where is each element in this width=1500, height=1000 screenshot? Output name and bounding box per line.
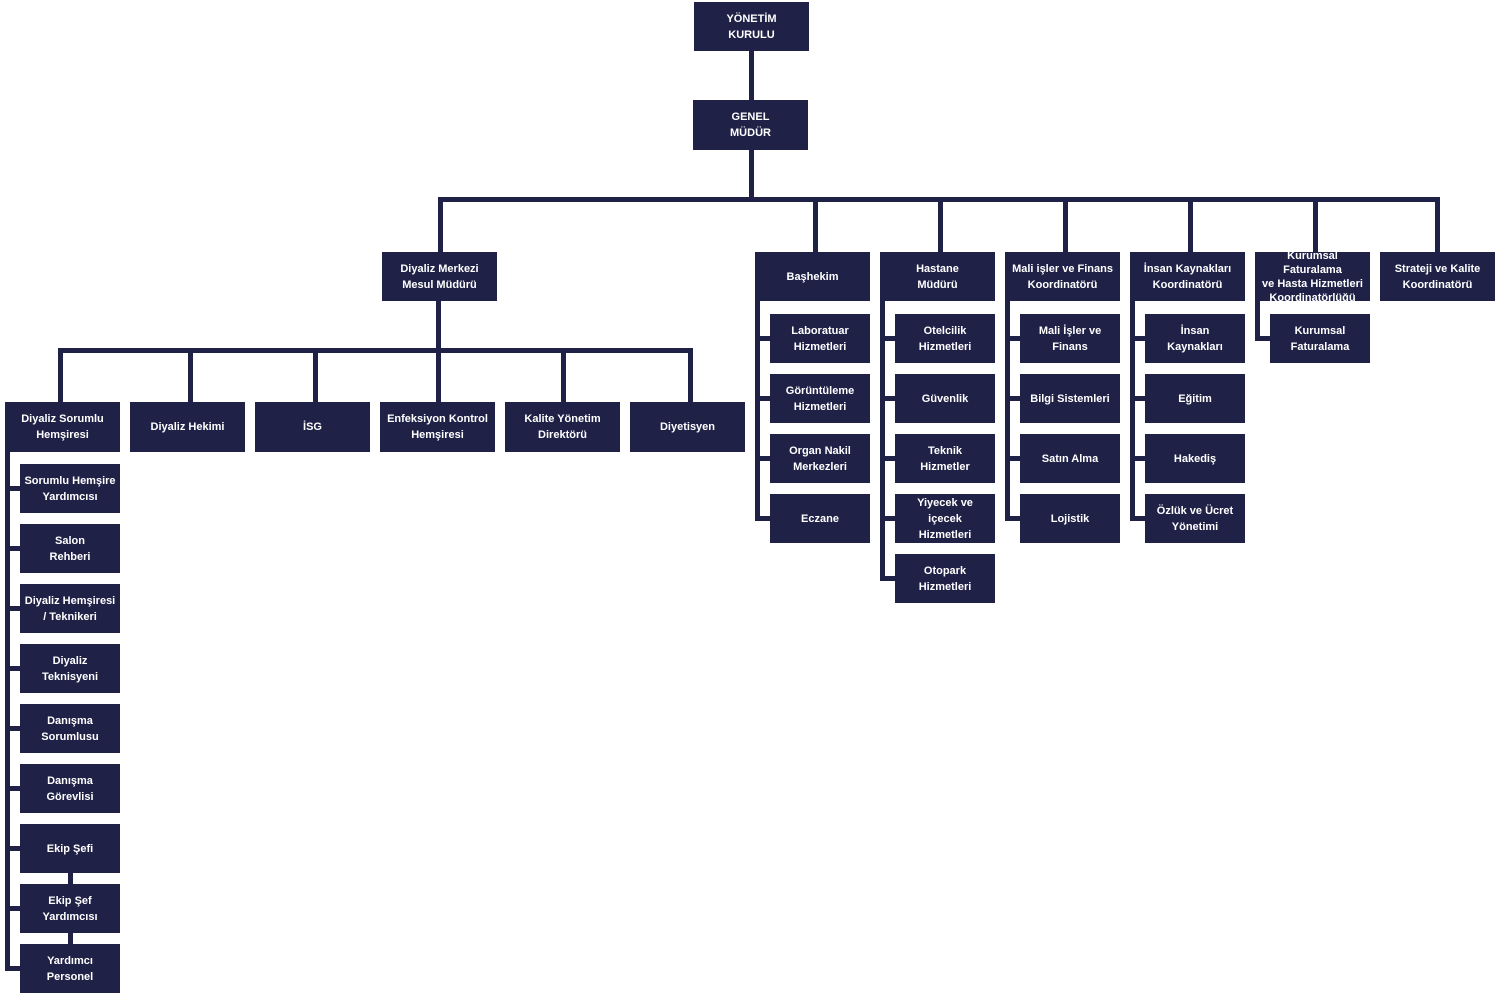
node-dietitian: Diyetisyen [630,402,745,452]
hr-child-node: İnsan Kaynakları [1145,314,1245,363]
nurse-child-node: Ekip Şefi [20,824,120,873]
connector-line [749,50,754,100]
connector-line [436,350,441,403]
connector-line [938,199,943,252]
branch-tick-line [755,396,770,401]
branch-tick-line [1005,516,1020,521]
branch-tick-line [755,516,770,521]
branch-tick-line [5,606,20,611]
connector-line [188,350,193,403]
branch-tick-line [1130,336,1145,341]
branch-tick-line [5,906,20,911]
node-dialysis-manager: Diyaliz Merkezi Mesul Müdürü [382,252,497,301]
hr-child-node: Hakediş [1145,434,1245,483]
branch-spine-line [1005,300,1010,521]
branch-tick-line [1005,456,1020,461]
connector-line [58,348,693,353]
nurse-child-node: Diyaliz Hemşiresi / Teknikeri [20,584,120,633]
connector-line [1313,199,1318,252]
node-general-manager: GENEL MÜDÜR [693,100,808,150]
branch-tick-line [1130,516,1145,521]
finance-child-node: Satın Alma [1020,434,1120,483]
nurse-child-node: Danışma Sorumlusu [20,704,120,753]
connector-line [1188,199,1193,252]
hospital-child-node: Teknik Hizmetler [895,434,995,483]
node-infection-nurse: Enfeksiyon Kontrol Hemşiresi [380,402,495,452]
branch-tick-line [1130,456,1145,461]
node-hr-coordinator: İnsan Kaynakları Koordinatörü [1130,252,1245,301]
branch-tick-line [880,456,895,461]
hospital-child-node: Otopark Hizmetleri [895,554,995,603]
connector-line [436,300,441,352]
hospital-child-node: Yiyecek ve içecek Hizmetleri [895,494,995,543]
finance-child-node: Mali İşler ve Finans [1020,314,1120,363]
branch-spine-line [880,300,885,581]
branch-tick-line [5,846,20,851]
branch-tick-line [5,666,20,671]
connector-line [561,350,566,403]
branch-tick-line [755,456,770,461]
hr-child-node: Özlük ve Ücret Yönetimi [1145,494,1245,543]
branch-tick-line [5,486,20,491]
connector-line [1435,199,1440,252]
connector-line [1063,199,1068,252]
branch-tick-line [1005,336,1020,341]
connector-line [813,199,818,252]
branch-tick-line [5,546,20,551]
hr-child-node: Eğitim [1145,374,1245,423]
team-link-line [68,873,73,884]
chief-child-node: Eczane [770,494,870,543]
branch-tick-line [1130,396,1145,401]
node-isg: İSG [255,402,370,452]
node-chief-physician: Başhekim [755,252,870,301]
nurse-child-node: Diyaliz Teknisyeni [20,644,120,693]
finance-child-node: Lojistik [1020,494,1120,543]
nurse-child-node: Danışma Görevlisi [20,764,120,813]
team-link-line [68,933,73,944]
branch-tick-line [880,576,895,581]
node-board: YÖNETİM KURULU [694,2,809,51]
branch-tick-line [880,336,895,341]
branch-tick-line [5,786,20,791]
connector-line [688,350,693,403]
nurse-child-node: Salon Rehberi [20,524,120,573]
connector-line [58,350,63,403]
finance-child-node: Bilgi Sistemleri [1020,374,1120,423]
branch-tick-line [1005,396,1020,401]
node-hospital-manager: Hastane Müdürü [880,252,995,301]
chief-child-node: Görüntüleme Hizmetleri [770,374,870,423]
branch-tick-line [755,336,770,341]
node-dialysis-doctor: Diyaliz Hekimi [130,402,245,452]
branch-spine-line [755,300,760,521]
connector-line [313,350,318,403]
nurse-child-node: Ekip Şef Yardımcısı [20,884,120,933]
branch-spine-line [1255,300,1260,341]
connector-line [749,149,754,199]
chief-child-node: Organ Nakil Merkezleri [770,434,870,483]
node-billing-coordinator: Kurumsal Faturalama ve Hasta Hizmetleri … [1255,250,1370,304]
node-finance-coordinator: Mali işler ve Finans Koordinatörü [1005,252,1120,301]
connector-line [438,199,443,252]
hospital-child-node: Güvenlik [895,374,995,423]
chief-child-node: Laboratuar Hizmetleri [770,314,870,363]
nurse-child-node: Yardımcı Personel [20,944,120,993]
hospital-child-node: Otelcilik Hizmetleri [895,314,995,363]
nurse-child-node: Sorumlu Hemşire Yardımcısı [20,464,120,513]
branch-tick-line [880,396,895,401]
billing-child-node: Kurumsal Faturalama [1270,314,1370,363]
node-dialysis-nurse: Diyaliz Sorumlu Hemşiresi [5,402,120,452]
branch-tick-line [880,516,895,521]
branch-spine-line [1130,300,1135,521]
branch-tick-line [5,726,20,731]
branch-spine-line [5,452,10,971]
node-strategy-coordinator: Strateji ve Kalite Koordinatörü [1380,252,1495,301]
branch-tick-line [1255,336,1270,341]
node-quality-director: Kalite Yönetim Direktörü [505,402,620,452]
branch-tick-line [5,966,20,971]
